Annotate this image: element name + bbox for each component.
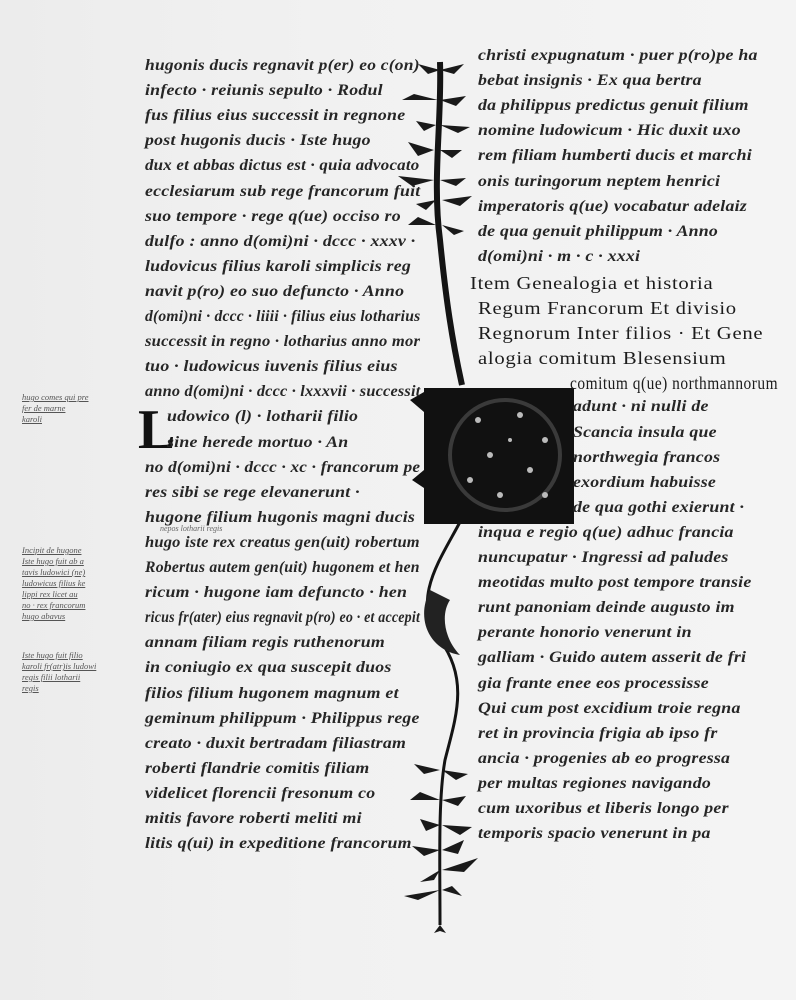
text-line: galliam · Guido autem asserit de fri — [478, 649, 747, 667]
text-line: adunt · ni nulli de — [573, 398, 709, 416]
text-line: imperatoris q(ue) vocabatur adelaiz — [478, 197, 747, 215]
text-line: comitum q(ue) northmannorum — [570, 373, 779, 394]
text-line: no d(omi)ni · dccc · xc · francorum pe — [145, 458, 421, 476]
text-line: filios filium hugonem magnum et — [145, 684, 399, 702]
text-line: infecto · reiunis sepulto · Rodul — [145, 82, 383, 100]
text-line: de qua genuit philippum · Anno — [478, 222, 719, 240]
text-line: nuncupatur · Ingressi ad paludes — [478, 549, 729, 566]
text-line: hugone filium hugonis magni ducis — [145, 508, 416, 526]
text-line: ret in provincia frigia ab ipso fr — [478, 724, 718, 742]
text-line: runt panoniam deinde augusto im — [478, 599, 735, 617]
text-line: Regnorum Inter filios · Et Gene — [478, 323, 764, 344]
text-line: d(omi)ni · m · c · xxxi — [478, 247, 641, 265]
vine-stem-upper — [433, 61, 465, 386]
text-line: creato · duxit bertradam filiastram — [145, 734, 407, 752]
text-line: de qua gothi exierunt · — [573, 498, 745, 516]
margin-note-line: karoli fr(atr)is ludowi — [22, 661, 97, 671]
margin-note-line: Incipit de hugone — [22, 545, 82, 555]
text-line: cum uxoribus et liberis longo per — [478, 800, 729, 817]
text-line: dulfo : anno d(omi)ni · dccc · xxxv · — [145, 232, 416, 250]
text-line: in coniugio ex qua suscepit duos — [145, 659, 392, 677]
vine-leaf-dragon — [424, 590, 460, 655]
text-line: videlicet florencii fresonum co — [145, 784, 376, 802]
text-line: alogia comitum Blesensium — [478, 348, 727, 369]
initial-flower-motifs — [467, 412, 548, 498]
text-line: rem filiam humberti ducis et marchi — [478, 147, 752, 165]
text-line: litis q(ui) in expeditione francorum — [145, 835, 412, 853]
margin-note-line: hugo abavus — [22, 611, 66, 621]
right-text-column: christi expugnatum · puer p(ro)pe ha beba… — [470, 47, 779, 847]
text-line: ricum · hugone iam defuncto · hen — [145, 584, 408, 602]
text-line: ricus fr(ater) eius regnavit p(ro) eo · … — [145, 609, 421, 627]
text-line: d(omi)ni · dccc · liiii · filius eius lo… — [145, 308, 421, 325]
text-line: successit in regno · lotharius anno mor — [145, 333, 421, 351]
text-line: suo tempore · rege q(ue) occiso ro — [145, 207, 401, 225]
text-line: nomine ludowicum · Hic duxit uxo — [478, 122, 741, 140]
text-line: Qui cum post excidium troie regna — [478, 699, 741, 717]
margin-note-line: lippi rex licet au — [22, 589, 78, 599]
text-line: Scancia insula que — [573, 423, 717, 441]
text-line: mitis favore roberti meliti mi — [145, 810, 362, 827]
text-line: per multas regiones navigando — [478, 774, 711, 792]
text-line: inqua e regio q(ue) adhuc francia — [478, 523, 734, 541]
text-line: da philippus predictus genuit filium — [478, 97, 749, 115]
text-line: ludovicus filius karoli simplicis reg — [145, 257, 412, 275]
interlinear-note: nepos lotharii regis — [160, 524, 223, 533]
text-line: ancia · progenies ab eo progressa — [478, 749, 731, 767]
text-line: Robertus autem gen(uit) hugonem et hen — [145, 559, 420, 576]
margin-note-line: ludowicus filius ke — [22, 578, 86, 588]
text-line: anno d(omi)ni · dccc · lxxxvii · success… — [145, 383, 421, 401]
text-line: meotidas multo post tempore transie — [478, 574, 752, 592]
text-line: tuo · ludowicus iuvenis filius eius — [145, 358, 398, 376]
text-line: christi expugnatum · puer p(ro)pe ha — [478, 47, 758, 64]
text-line: onis turingorum neptem henrici — [478, 172, 721, 190]
text-line: hugo iste rex creatus gen(uit) robertum — [145, 533, 420, 551]
text-line: northwegia francos — [573, 448, 721, 466]
initial-letter-bowl — [448, 398, 562, 512]
text-line: sine herede mortuo · An — [167, 433, 349, 451]
vine-stem-lower — [425, 521, 462, 926]
text-line: Item Genealogia et historia — [470, 272, 714, 293]
text-line: geminum philippum · Philippus rege — [145, 709, 420, 727]
margin-note-line: tavis ludowici (ne) — [22, 567, 86, 577]
vine-leaves — [398, 64, 478, 933]
decorated-initial-l: L — [138, 399, 176, 461]
text-line: exordium habuisse — [573, 473, 717, 491]
text-line: annam filiam regis ruthenorum — [145, 634, 385, 652]
margin-note-line: hugo comes qui pre — [22, 392, 89, 402]
text-line: gia frante enee eos processisse — [478, 674, 709, 692]
margin-note-line: no · rex francorum — [22, 600, 86, 610]
margin-note-line: regis — [22, 683, 39, 693]
text-line: dux et abbas dictus est · quia advocato — [145, 157, 420, 175]
left-text-column: hugonis ducis regnavit p(er) eo c(on) inf… — [145, 57, 420, 857]
text-line: temporis spacio venerunt in pa — [478, 825, 711, 843]
margin-note-line: karoli — [22, 414, 42, 424]
margin-note-line: regis filii lotharii — [22, 672, 81, 682]
margin-note-line: Iste hugo fuit ab a — [22, 556, 84, 566]
text-line: hugonis ducis regnavit p(er) eo c(on) — [145, 57, 420, 74]
margin-note-line: fer de marne — [22, 403, 66, 413]
text-line: perante honorio venerunt in — [478, 624, 692, 642]
text-line: navit p(ro) eo suo defuncto · Anno — [145, 282, 405, 300]
text-line: ecclesiarum sub rege francorum fuit — [145, 182, 421, 200]
text-line: roberti flandrie comitis filiam — [145, 759, 370, 777]
text-line: post hugonis ducis · Iste hugo — [145, 132, 371, 150]
text-line: udowico (l) · lotharii filio — [167, 408, 359, 426]
text-line: res sibi se rege elevanerunt · — [145, 483, 360, 501]
margin-note-line: Iste hugo fuit filio — [22, 650, 83, 660]
text-line: fus filius eius successit in regnone — [145, 107, 406, 125]
text-line: bebat insignis · Ex qua bertra — [478, 72, 702, 90]
text-line: Regum Francorum Et divisio — [478, 298, 737, 318]
